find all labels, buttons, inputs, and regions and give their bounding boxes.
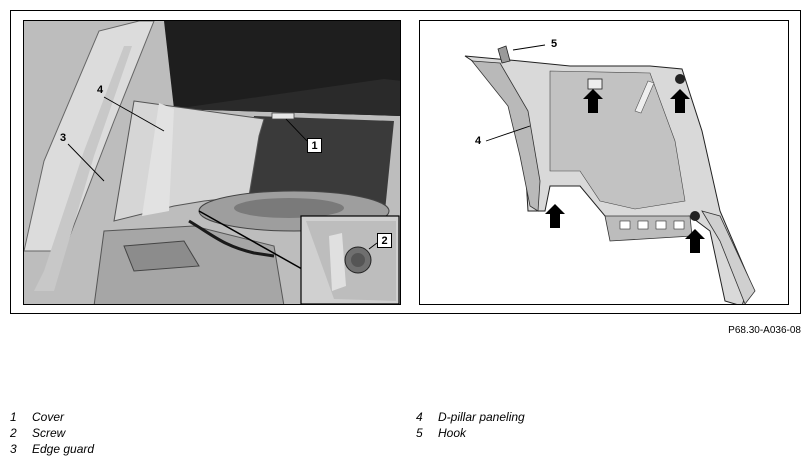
arrow-clip-4 <box>685 229 705 253</box>
figure-code: P68.30-A036-08 <box>728 325 801 336</box>
callout-screw: 2 <box>377 233 392 248</box>
callout-hook: 5 <box>551 38 558 50</box>
removed-paneling-illustration <box>464 44 756 304</box>
arrow-clip-1 <box>583 89 603 113</box>
callout-edge-guard: 3 <box>60 132 67 144</box>
callout-d-pillar-paneling-right: 4 <box>475 135 482 147</box>
arrow-clip-3 <box>545 204 565 228</box>
figure-frame: 1 2 3 4 <box>10 10 801 314</box>
removed-paneling-panel: 4 5 <box>419 20 789 305</box>
callout-cover: 1 <box>307 138 322 153</box>
arrow-clip-2 <box>670 89 690 113</box>
installed-view-illustration <box>24 21 400 304</box>
callout-d-pillar-paneling-left: 4 <box>97 84 104 96</box>
installed-view-panel: 1 2 3 4 <box>23 20 401 305</box>
